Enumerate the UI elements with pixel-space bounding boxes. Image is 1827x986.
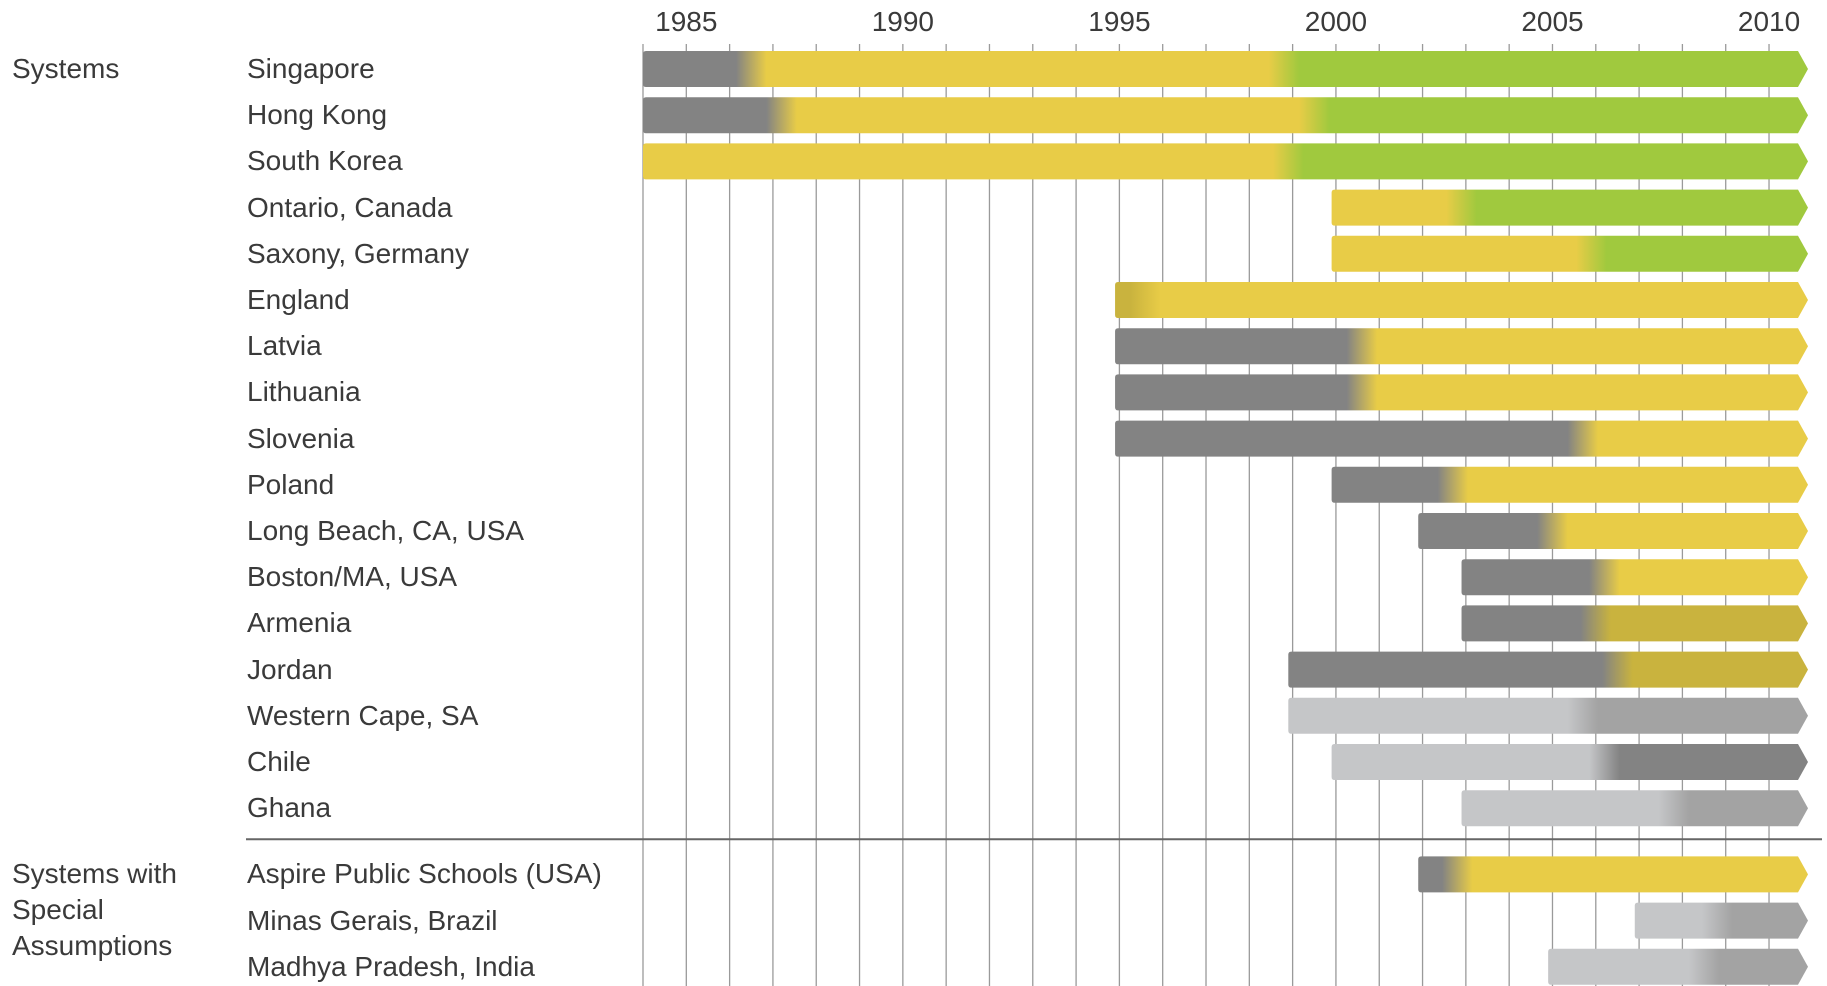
row-label: Saxony, Germany [247,237,470,269]
group-label: Systems with Special Assumptions [12,858,177,962]
timeline-bar [1288,651,1808,688]
timeline-bar [1115,374,1808,411]
row-label: England [247,284,350,315]
row-label: Armenia [247,607,352,639]
row-label: Aspire Public Schools (USA) [247,858,602,890]
row-label: Long Beach, CA, USA [247,515,525,546]
timeline-bar [1418,513,1808,549]
timeline-bar [1331,466,1808,503]
year-tick-label: 1995 [1088,6,1151,37]
row-label: Western Cape, SA [247,699,479,731]
timeline-bar [1331,189,1808,226]
group-label: Systems [12,53,120,84]
year-tick-label: 2010 [1737,6,1801,37]
row-label: Boston/MA, USA [247,561,458,593]
year-tick-label: 1990 [871,6,934,37]
timeline-bar [1115,420,1808,457]
row-label: Madhya Pradesh, India [247,950,535,982]
row-label: Minas Gerais, Brazil [247,904,498,936]
timeline-bar [1115,282,1808,318]
timeline-bar [643,97,1808,134]
timeline-bar [643,51,1808,87]
timeline-bar [1461,605,1808,642]
timeline-bar [1288,697,1808,734]
row-label: Hong Kong [247,99,388,131]
row-label: Chile [247,746,311,777]
row-label: Ghana [247,792,332,824]
year-tick-label: 2005 [1521,6,1584,37]
timeline-bar [1461,559,1808,596]
timeline-bar [1418,856,1808,893]
year-tick-label: 1985 [655,6,718,37]
timeline-bar [1331,235,1808,272]
timeline-bar [1115,328,1808,365]
timeline-bar [643,143,1808,180]
row-label: Slovenia [247,422,355,454]
timeline-bar [1634,902,1808,939]
year-tick-label: 2000 [1304,6,1368,37]
timeline-bar [1548,948,1808,985]
timeline-bar [1461,790,1808,827]
row-label: South Korea [247,145,403,177]
row-label: Lithuania [247,376,361,408]
row-label: Singapore [247,53,375,84]
bars [643,51,1808,985]
row-label: Poland [247,468,335,500]
row-label: Latvia [247,330,322,362]
row-label: Ontario, Canada [247,191,453,223]
row-label: Jordan [247,653,333,685]
timeline-bar [1331,744,1808,780]
